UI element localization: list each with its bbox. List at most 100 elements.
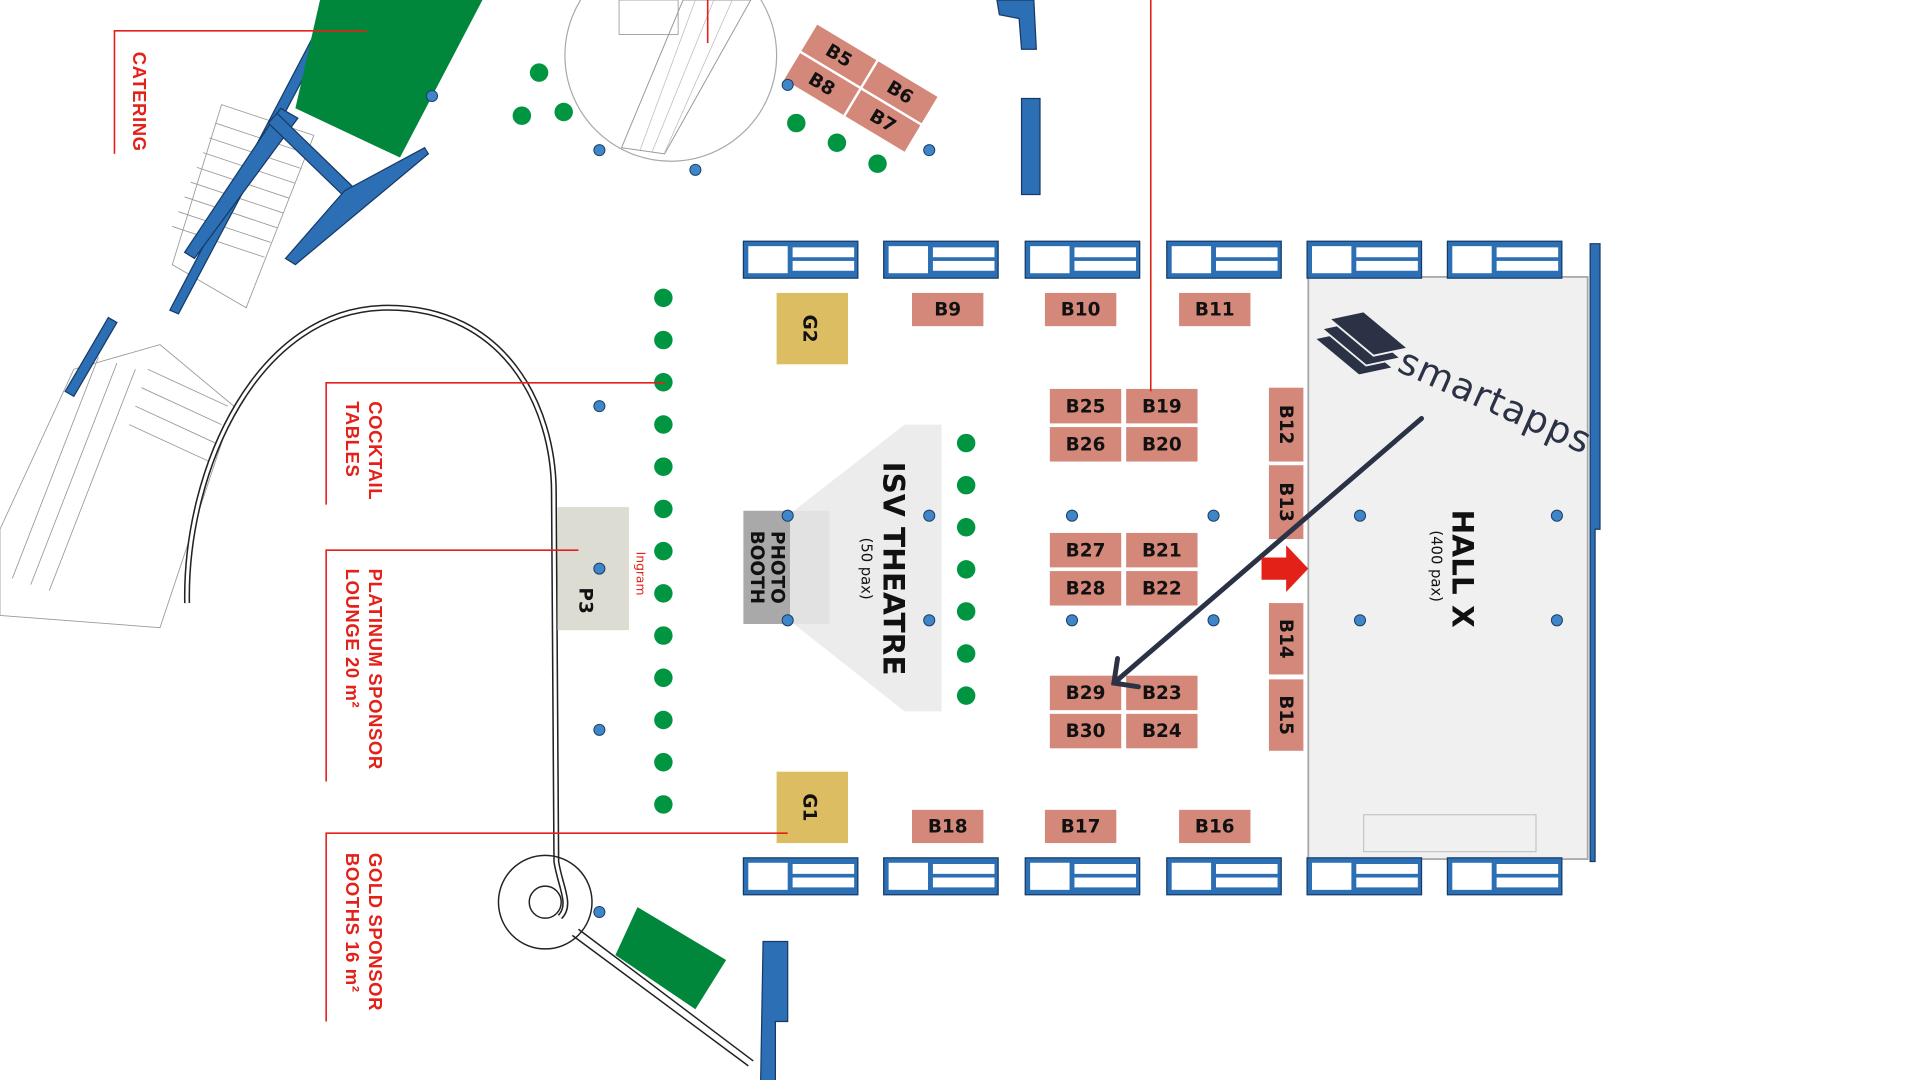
booth-b18[interactable]: B18: [912, 809, 984, 844]
booth-shape: [1044, 292, 1117, 327]
pillar-marker: [1207, 614, 1220, 627]
gold-booth-g1: [776, 771, 848, 844]
booth-b13[interactable]: B13: [1268, 465, 1304, 540]
hall-x-right-wall: [1589, 243, 1601, 863]
booth-b19[interactable]: B19: [1126, 388, 1198, 424]
booth-label: B24: [1142, 721, 1182, 742]
cocktail-table-marker: [512, 106, 532, 125]
booth-b17[interactable]: B17: [1044, 809, 1117, 844]
booth-label: B23: [1142, 683, 1182, 704]
booth-b22[interactable]: B22: [1126, 571, 1198, 606]
cocktail-table-marker: [654, 710, 673, 730]
booth-label: B28: [1066, 578, 1106, 599]
booth-b21[interactable]: B21: [1126, 532, 1198, 568]
pillar-marker: [689, 163, 702, 176]
booth-b10[interactable]: B10: [1044, 292, 1117, 327]
cocktail-table-marker: [956, 644, 976, 663]
cocktail-table-marker: [654, 457, 673, 476]
booth-shape: [784, 53, 860, 115]
booth-b23[interactable]: B23: [1126, 675, 1198, 711]
pillar-marker: [1207, 509, 1220, 522]
pillar-marker: [923, 509, 936, 522]
booth-shape: [1049, 532, 1122, 568]
gold-booth-g2: [776, 292, 848, 365]
booth-shape: [1049, 571, 1122, 606]
booth-b26[interactable]: B26: [1049, 427, 1122, 462]
wall-window-unit: [883, 857, 999, 896]
markers-layer: [425, 63, 1563, 919]
pillar-marker: [593, 144, 606, 157]
gold-g2-label: G2: [799, 315, 820, 343]
booth-b5[interactable]: B5: [801, 24, 877, 87]
booth-label: B22: [1142, 578, 1182, 599]
lower-green-area: [615, 907, 727, 1010]
catering-callout: CATERING: [129, 52, 150, 152]
booth-label: B29: [1066, 683, 1106, 704]
booth-shape: [1268, 387, 1304, 462]
booth-b25[interactable]: B25: [1049, 388, 1122, 424]
cocktail-table-marker: [956, 602, 976, 621]
wall-window-unit: [1024, 240, 1141, 279]
booth-b12[interactable]: B12: [1268, 387, 1304, 462]
booth-b15[interactable]: B15: [1268, 679, 1304, 751]
gold-callout-2: BOOTHS 16 m²: [342, 853, 363, 993]
pillar-marker: [923, 144, 936, 157]
booth-label: B16: [1195, 817, 1235, 838]
booth-b24[interactable]: B24: [1126, 713, 1198, 749]
platinum-callout-2: LOUNGE 20 m²: [342, 569, 363, 709]
booth-label: B21: [1142, 540, 1182, 561]
booth-b14[interactable]: B14: [1268, 603, 1304, 675]
booth-label: B12: [1275, 405, 1296, 445]
booth-label: B30: [1066, 721, 1106, 742]
booth-label: B19: [1142, 396, 1182, 417]
booth-label: B9: [934, 300, 961, 321]
pillar-marker: [1065, 614, 1079, 627]
booth-label: B17: [1061, 817, 1101, 838]
pillar-marker: [593, 723, 606, 736]
cocktail-table-marker: [956, 475, 976, 495]
booth-label: B13: [1275, 482, 1296, 522]
p3-sponsor-name: Ingram: [633, 552, 647, 596]
booth-b16[interactable]: B16: [1179, 809, 1251, 844]
wall-window-unit: [1024, 857, 1141, 896]
booth-label: B25: [1066, 396, 1106, 417]
booth-shape: [1049, 675, 1122, 711]
cocktail-table-marker: [554, 102, 573, 122]
cocktail-table-marker: [654, 499, 673, 519]
booth-label: B18: [928, 817, 968, 838]
cocktail-table-marker: [654, 795, 673, 814]
booth-b28[interactable]: B28: [1049, 571, 1122, 606]
booth-label: B26: [1066, 434, 1106, 455]
booth-shape: [1126, 388, 1198, 424]
booth-b27[interactable]: B27: [1049, 532, 1122, 568]
booth-label: B11: [1195, 300, 1235, 321]
booth-shape: [801, 24, 877, 87]
cocktail-table-marker: [654, 330, 673, 350]
booth-shape: [1179, 809, 1251, 844]
booth-b9[interactable]: B9: [912, 292, 984, 327]
cocktail-table-marker: [956, 560, 976, 579]
pillar-marker: [923, 614, 936, 627]
walls-bottom-left: [760, 940, 789, 1080]
booth-shape: [1126, 675, 1198, 711]
photo-booth: [743, 510, 791, 624]
wall-window-unit: [1166, 857, 1282, 896]
cocktail-table-marker: [956, 518, 976, 537]
booth-shape: [1049, 427, 1122, 462]
walls-upper-left: [64, 0, 1041, 398]
booth-b20[interactable]: B20: [1126, 427, 1198, 462]
booth-b30[interactable]: B30: [1049, 713, 1122, 749]
booth-b29[interactable]: B29: [1049, 675, 1122, 711]
hall-x-capacity: (400 pax): [1427, 530, 1444, 601]
wall-window-unit: [742, 857, 859, 896]
wall-window-unit: [1306, 240, 1423, 279]
booth-shape: [1049, 713, 1122, 749]
booth-b11[interactable]: B11: [1179, 292, 1251, 327]
wall-window-unit: [1446, 240, 1563, 279]
cocktail-table-marker: [654, 415, 673, 434]
booth-shape: [912, 809, 984, 844]
photo-booth-label-2: BOOTH: [746, 531, 767, 604]
gold-callout-1: GOLD SPONSOR: [365, 853, 386, 1011]
isv-theatre-label: ISV THEATRE: [877, 462, 911, 676]
